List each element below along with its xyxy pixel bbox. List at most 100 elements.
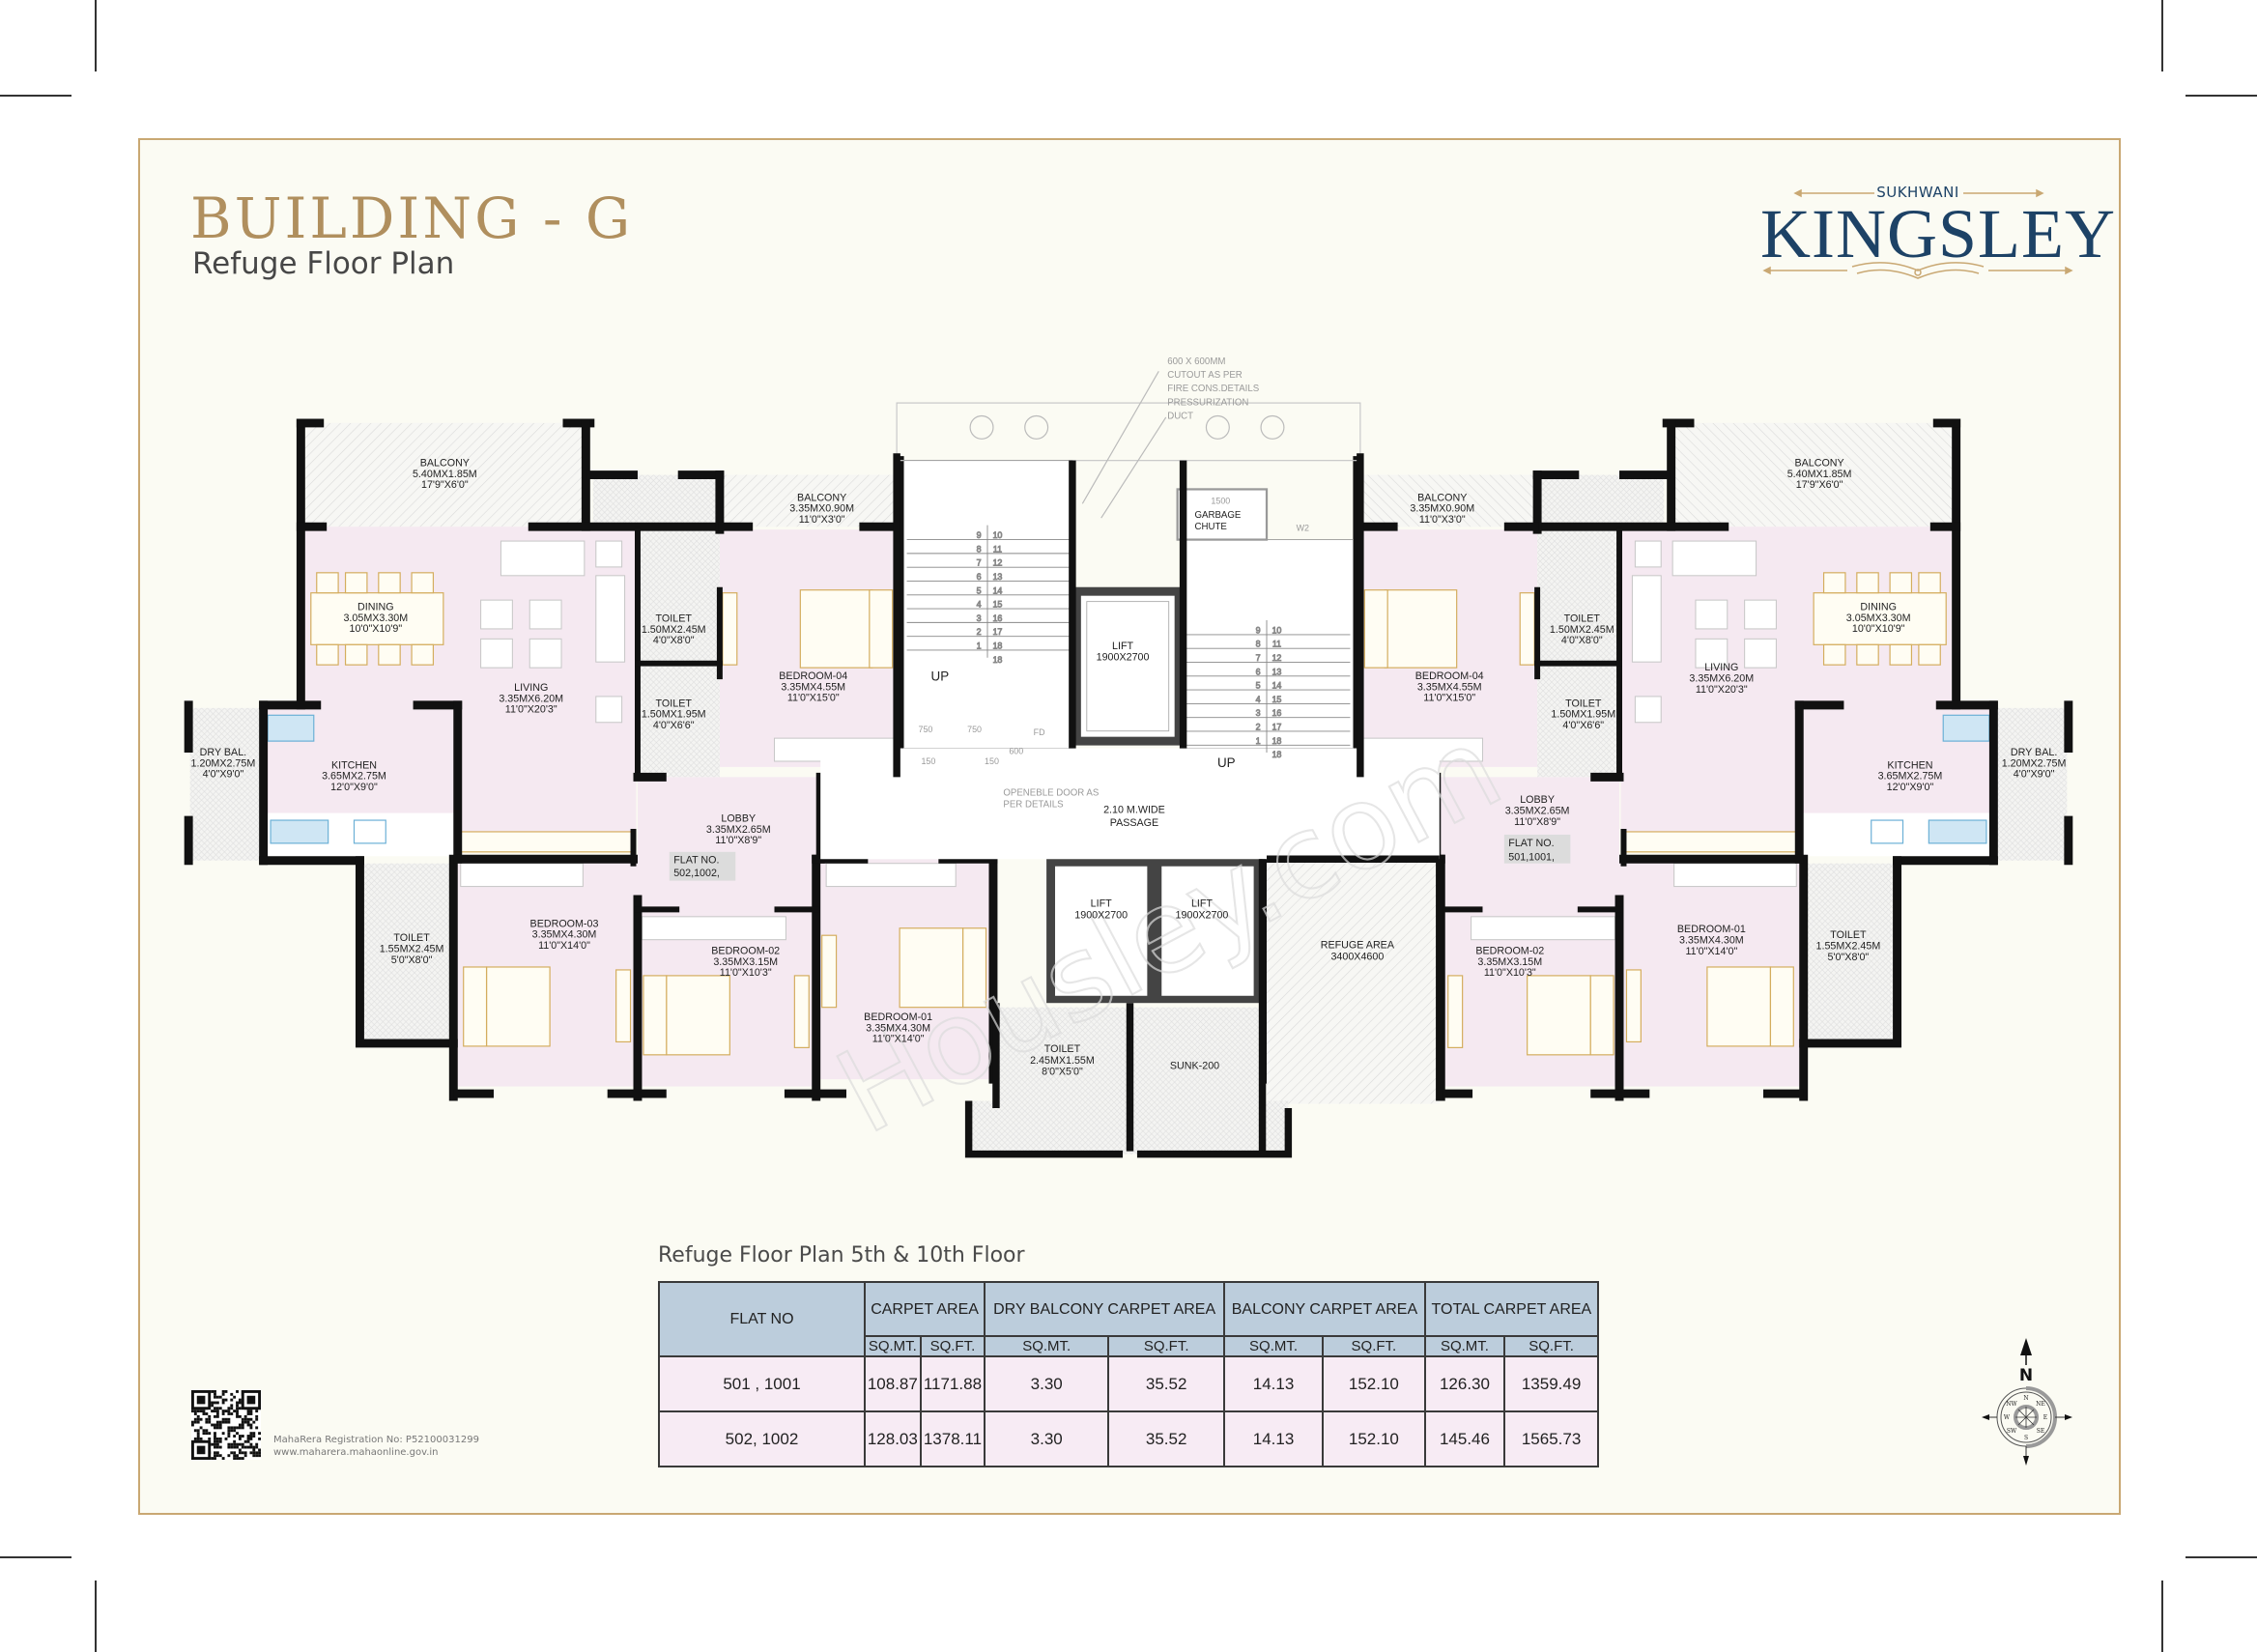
value-cell: 126.30 [1423, 1355, 1506, 1412]
value-cell: 3.30 [984, 1410, 1110, 1467]
stair-step-number: 18 [992, 641, 1002, 650]
rera-registration: MahaRera Registration No: P52100031299 w… [273, 1434, 479, 1459]
room-name: BEDROOM-02 [711, 946, 780, 957]
stair-step-number: 1 [977, 641, 982, 650]
stair-step-number: 2 [977, 627, 982, 637]
area-table-title: Refuge Floor Plan 5th & 10th Floor [658, 1243, 1025, 1267]
crop-mark [0, 1556, 71, 1558]
stair-step-number: 18 [1271, 736, 1281, 746]
building-title: BUILDING - G [190, 185, 634, 251]
room-metric: 1.50MX2.45M [642, 624, 706, 636]
room-name: BEDROOM-04 [779, 670, 847, 682]
room-name: TOILET [656, 698, 693, 709]
rera-number: MahaRera Registration No: P52100031299 [273, 1435, 479, 1445]
header-dry-balcony: DRY BALCONY CARPET AREA [984, 1281, 1226, 1337]
crop-mark [2161, 1581, 2163, 1652]
room-imperial: 12'0"X9'0" [330, 782, 378, 793]
stair-step-number: 3 [1256, 708, 1261, 718]
room-name: BALCONY [420, 458, 470, 470]
stair-step-number: 13 [1271, 667, 1281, 676]
crop-mark [2161, 0, 2163, 71]
stair-step-number: 2 [1256, 722, 1261, 731]
room-name: LOBBY [721, 813, 756, 825]
room-imperial: 11'0"X20'3" [1696, 684, 1748, 696]
north-compass-icon: N N NE E SE S SW W NW [1982, 1338, 2072, 1466]
stair-step-number: 17 [1271, 722, 1281, 731]
stair-step-number: 6 [977, 572, 982, 582]
compass-point: NE [2036, 1401, 2045, 1408]
room-imperial: 11'0"X3'0" [799, 514, 845, 526]
room-metric: 3.35MX3.15M [1477, 956, 1542, 968]
room-imperial: 5'0"X8'0" [1828, 952, 1870, 963]
room-metric: 1.20MX2.75M [2002, 757, 2067, 769]
crop-mark [2186, 95, 2257, 97]
value-cell: 35.52 [1107, 1355, 1226, 1412]
stair-step-number: 10 [1271, 625, 1281, 635]
compass-point: SE [2037, 1428, 2045, 1435]
stair-step-number: 12 [992, 558, 1002, 568]
qr-code-icon [191, 1390, 261, 1460]
crop-mark [2186, 1556, 2257, 1558]
kingsley-logo: SUKHWANI KINGSLEY [1760, 182, 2115, 284]
unit-header: SQ.MT. [1223, 1335, 1324, 1357]
room-imperial: 4'0"X8'0" [1561, 635, 1603, 646]
fire-door-tag: FD [1034, 727, 1045, 737]
header-balcony: BALCONY CARPET AREA [1223, 1281, 1426, 1337]
value-cell: 14.13 [1223, 1355, 1324, 1412]
room-imperial: 4'0"X8'0" [653, 635, 695, 646]
stair-step-number: 10 [992, 530, 1002, 540]
room-name: TOILET [393, 932, 430, 944]
room-name: LIVING [514, 682, 548, 694]
room-metric: 3.35MX2.65M [706, 824, 771, 836]
compass-point: E [2043, 1414, 2047, 1421]
unit-header: SQ.MT. [864, 1335, 922, 1357]
unit-header: SQ.MT. [1423, 1335, 1506, 1357]
stair-up-label: UP [931, 669, 950, 684]
crop-mark [95, 0, 97, 71]
header-carpet-area: CARPET AREA [863, 1281, 986, 1337]
room-metric: 5.40MX1.85M [413, 469, 477, 480]
room-metric: 3.35MX0.90M [1410, 503, 1474, 515]
logo-brand: SUKHWANI [1876, 184, 1959, 201]
compass-point: W [2004, 1414, 2011, 1421]
room-imperial: 11'0"X14'0" [872, 1034, 925, 1045]
unit-header: SQ.FT. [919, 1335, 986, 1357]
room-metric: 3.65MX2.75M [322, 771, 386, 783]
value-cell: 1359.49 [1503, 1355, 1599, 1412]
room-name: BEDROOM-01 [1677, 924, 1746, 935]
value-cell: 128.03 [864, 1410, 922, 1467]
room-name: DRY BAL. [200, 747, 246, 758]
room-metric: 5.40MX1.85M [1787, 469, 1852, 480]
stair-step-number: 4 [977, 600, 982, 610]
room-imperial: 11'0"X10'3" [1484, 967, 1536, 979]
room-imperial: 12'0"X9'0" [1887, 782, 1934, 793]
room-metric: 3.35MX4.30M [532, 929, 597, 941]
value-cell: 1171.88 [919, 1355, 986, 1412]
room-imperial: 10'0"X10'9" [350, 623, 403, 635]
dimension-label: 750 [967, 725, 982, 734]
room-metric: 3.05MX3.30M [343, 612, 408, 624]
stair-step-number: 11 [993, 544, 1002, 554]
stair-step-number: 16 [992, 613, 1002, 623]
stair-step-number: 7 [1256, 653, 1261, 663]
room-metric: 3.35MX2.65M [1505, 805, 1570, 816]
flat-no-tag-right: FLAT NO. 501,1001, [1503, 834, 1571, 864]
room-metric: 3.35MX6.20M [1689, 672, 1754, 684]
